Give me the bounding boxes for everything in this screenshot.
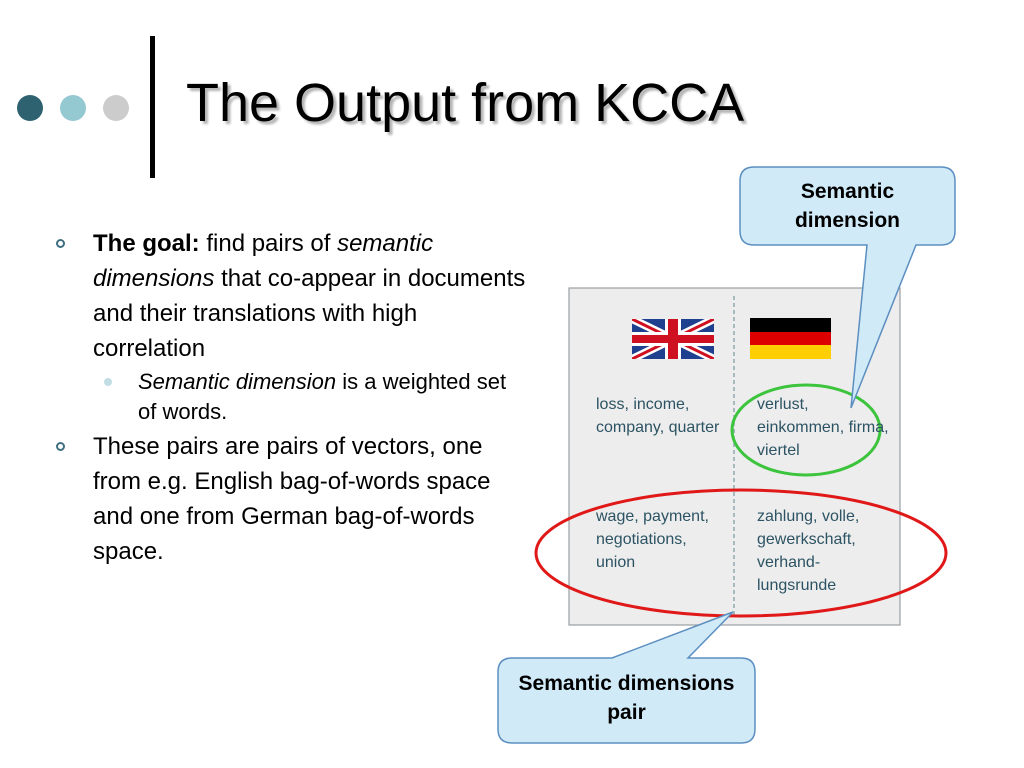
bullet-marker [56,442,65,451]
decor-dot-mid [60,95,86,121]
semantic-dimension-ellipse [730,383,882,477]
bullet-text: find pairs of [199,230,338,257]
decor-dot-light [103,95,129,121]
sub-bullet-definition: Semantic dimension is a weighted set of … [56,367,526,427]
slide-title: The Output from KCCA [186,73,745,133]
callout-dimensions-pair [497,611,756,744]
uk-flag-icon [632,319,714,359]
sub-bullet-emphasis: Semantic dimension [138,369,337,394]
bullet-lead: The goal: [93,230,200,257]
title-divider [150,36,155,178]
callout-top-label: Semantic dimension [794,180,900,232]
sub-bullet-text: is a weighted set of words. [138,369,507,424]
word-list-english-2: wage, payment, negotiations, union [596,508,709,571]
word-list-german-1: verlust, einkommen, firma, viertel [757,396,889,459]
bullet-text: that co-appear in documents and their tr… [93,265,526,362]
bullet-marker [56,239,65,248]
decor-dot-dark [17,95,43,121]
sub-bullet-marker [104,378,112,386]
bullet-vector-pairs: These pairs are pairs of vectors, one fr… [56,429,526,569]
bullet-goal: The goal: find pairs of semantic dimensi… [56,226,526,366]
germany-flag-icon [750,318,831,359]
word-table-panel [568,287,901,626]
dimension-pair-ellipse [534,488,948,618]
word-list-english-1: loss, income, company, quarter [596,396,720,436]
word-list-german-2: zahlung, volle, gewerkschaft, verhand-lu… [757,508,860,594]
callout-bottom-label: Semantic dimensions pair [518,672,735,724]
callout-semantic-dimension [739,166,956,409]
bullet-list: The goal: find pairs of semantic dimensi… [56,226,526,569]
bullet-text: These pairs are pairs of vectors, one fr… [93,433,491,565]
bullet-emphasis: semantic dimensions [93,230,434,292]
